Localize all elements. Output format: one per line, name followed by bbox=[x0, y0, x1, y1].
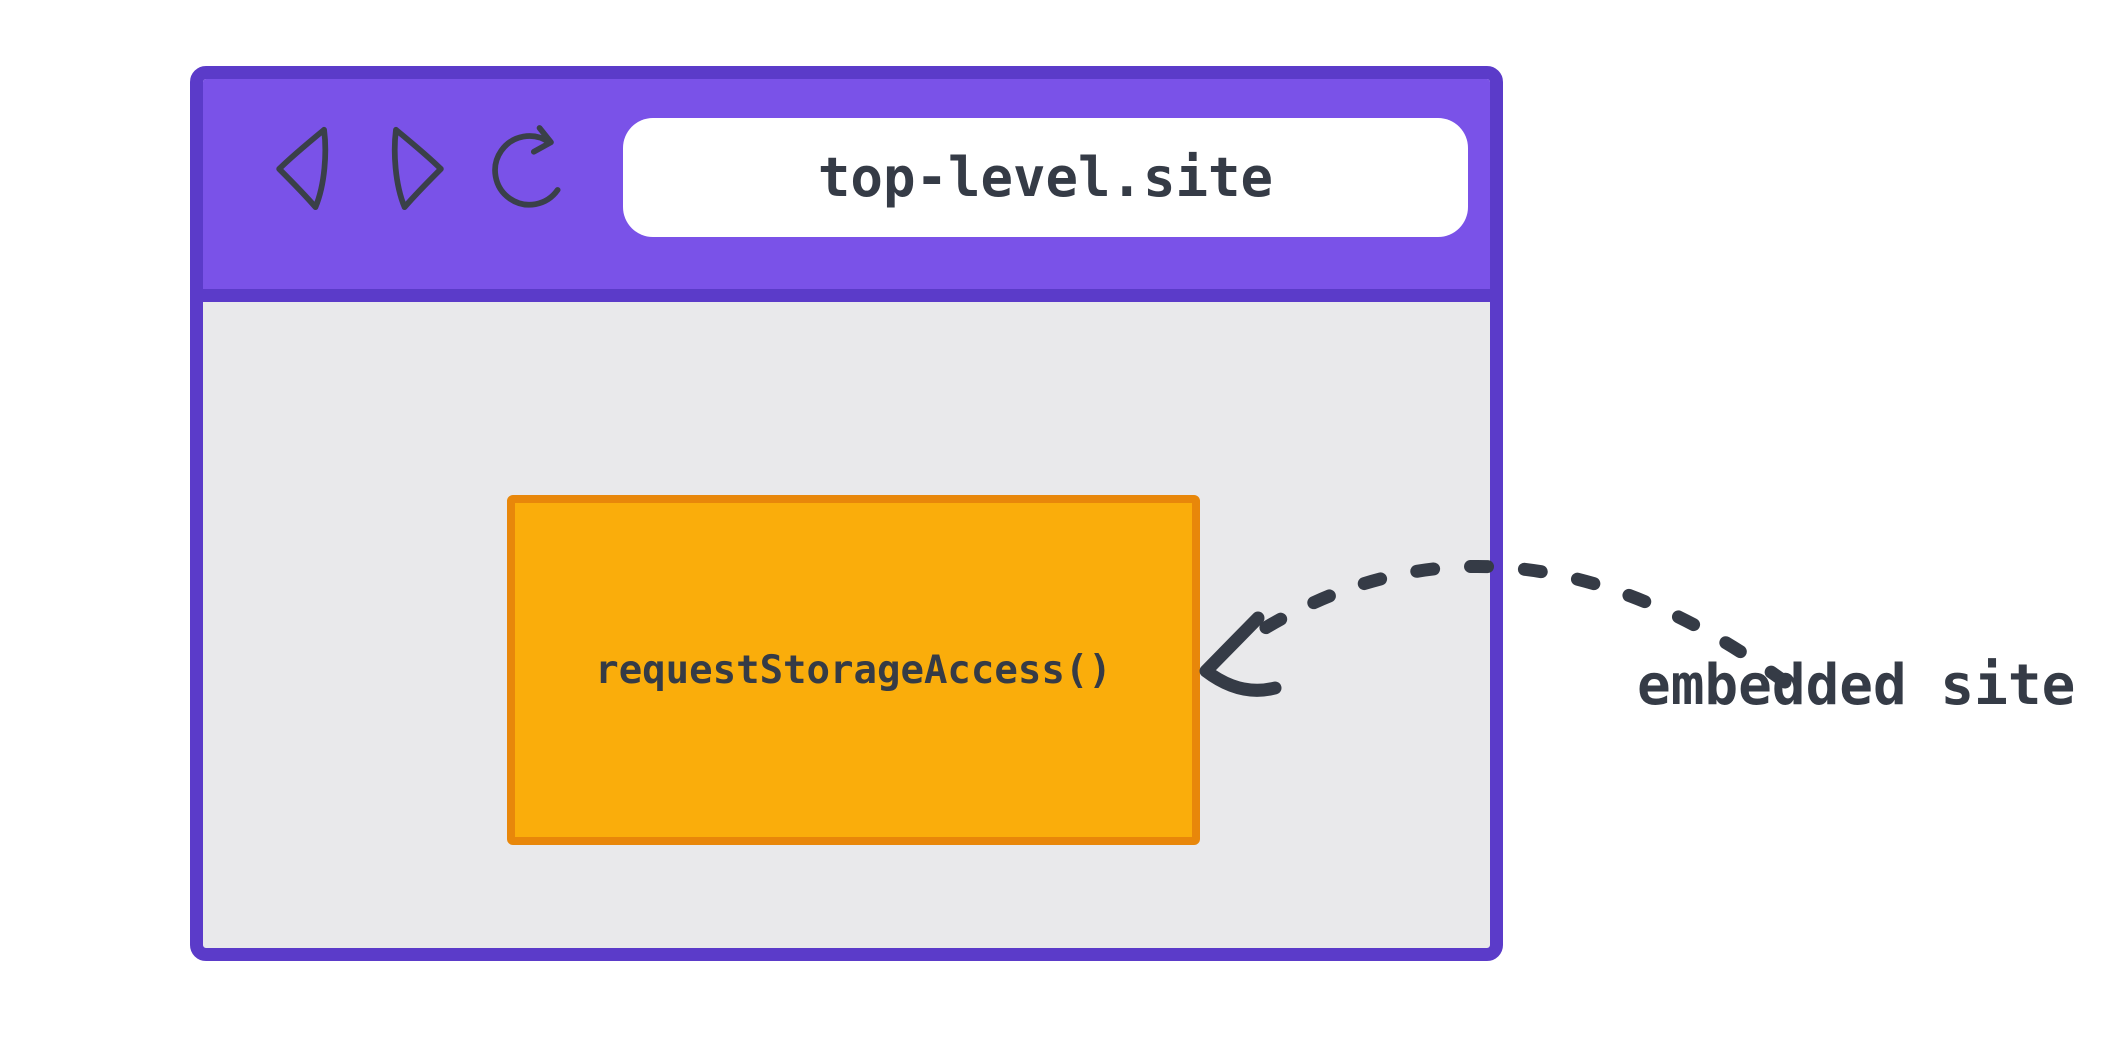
refresh-icon[interactable] bbox=[489, 125, 571, 211]
page-content-area: requestStorageAccess() bbox=[203, 302, 1490, 948]
embedded-frame: requestStorageAccess() bbox=[507, 495, 1200, 845]
embedded-site-label: embedded site bbox=[1637, 653, 2076, 718]
address-bar-url: top-level.site bbox=[817, 146, 1274, 209]
address-bar[interactable]: top-level.site bbox=[623, 118, 1468, 237]
nav-icon-group bbox=[275, 123, 571, 213]
forward-icon[interactable] bbox=[389, 125, 445, 211]
back-icon[interactable] bbox=[275, 125, 333, 211]
browser-window: top-level.site requestStorageAccess() bbox=[190, 66, 1503, 961]
embedded-frame-label: requestStorageAccess() bbox=[595, 647, 1112, 693]
browser-chrome-bar: top-level.site bbox=[203, 79, 1490, 302]
